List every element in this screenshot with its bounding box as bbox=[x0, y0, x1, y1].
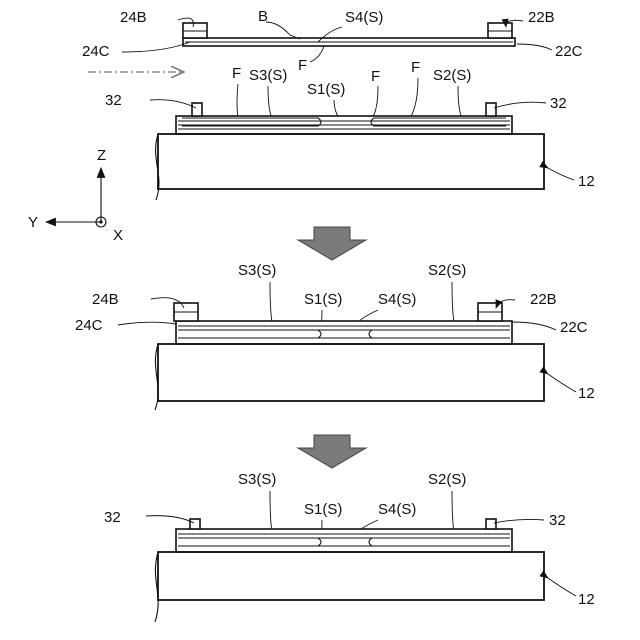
label-24b-2: 24B bbox=[92, 291, 119, 308]
pin-32-right-3 bbox=[486, 519, 496, 529]
label-24c-2: 24C bbox=[75, 317, 103, 334]
pin-32-left bbox=[192, 103, 202, 116]
label-12-mid: 12 bbox=[578, 385, 595, 402]
label-24c: 24C bbox=[82, 43, 110, 60]
label-f-2: F bbox=[371, 68, 380, 85]
axis-x-label: X bbox=[113, 227, 123, 244]
label-s4-2: S4(S) bbox=[378, 291, 416, 308]
transfer-plate-b bbox=[183, 23, 515, 46]
label-s1: S1(S) bbox=[307, 81, 345, 98]
table-12-3 bbox=[155, 552, 544, 622]
label-32-right-3: 32 bbox=[549, 512, 566, 529]
table-12-2 bbox=[155, 344, 544, 410]
step-3: S3(S) S2(S) S1(S) S4(S) 32 32 12 bbox=[104, 471, 595, 622]
label-s1-2: S1(S) bbox=[304, 291, 342, 308]
axis-z-label: Z bbox=[97, 147, 106, 164]
label-12-top: 12 bbox=[578, 173, 595, 190]
label-22b: 22B bbox=[528, 9, 555, 26]
label-32-right: 32 bbox=[550, 95, 567, 112]
axis-indicator: Z Y X bbox=[28, 147, 123, 244]
label-24b: 24B bbox=[120, 9, 147, 26]
label-f-top: F bbox=[298, 57, 307, 74]
table-12 bbox=[156, 134, 544, 200]
label-22c-2: 22C bbox=[560, 319, 588, 336]
label-22c: 22C bbox=[555, 43, 583, 60]
label-32-left-3: 32 bbox=[104, 509, 121, 526]
label-12-bottom: 12 bbox=[578, 591, 595, 608]
label-s2: S2(S) bbox=[433, 67, 471, 84]
label-22b-2: 22B bbox=[530, 291, 557, 308]
sheet-stack bbox=[176, 103, 512, 134]
label-f-3: F bbox=[411, 59, 420, 76]
step-1: 24B 24C 22B 22C B S4(S) F F S3(S) S1(S) … bbox=[82, 8, 595, 200]
label-f-1: F bbox=[232, 65, 241, 82]
label-s2-2: S2(S) bbox=[428, 262, 466, 279]
label-s1-3: S1(S) bbox=[304, 501, 342, 518]
label-s3: S3(S) bbox=[249, 67, 287, 84]
down-arrow-icon-2 bbox=[298, 435, 366, 468]
down-arrow-icon bbox=[298, 227, 366, 260]
pin-32-right bbox=[486, 103, 496, 116]
sheet-stack-2 bbox=[174, 303, 512, 344]
label-s3-3: S3(S) bbox=[238, 471, 276, 488]
label-s4-3: S4(S) bbox=[378, 501, 416, 518]
pin-32-left-3 bbox=[190, 519, 200, 529]
step-2: S3(S) S2(S) S1(S) S4(S) 24B 24C 22B 22C bbox=[75, 262, 595, 410]
label-s3-2: S3(S) bbox=[238, 262, 276, 279]
label-b: B bbox=[258, 8, 268, 25]
sheet-stack-3 bbox=[176, 519, 512, 552]
label-s2-3: S2(S) bbox=[428, 471, 466, 488]
label-s4-top: S4(S) bbox=[345, 9, 383, 26]
axis-y-label: Y bbox=[28, 214, 38, 231]
label-32-left: 32 bbox=[105, 92, 122, 109]
